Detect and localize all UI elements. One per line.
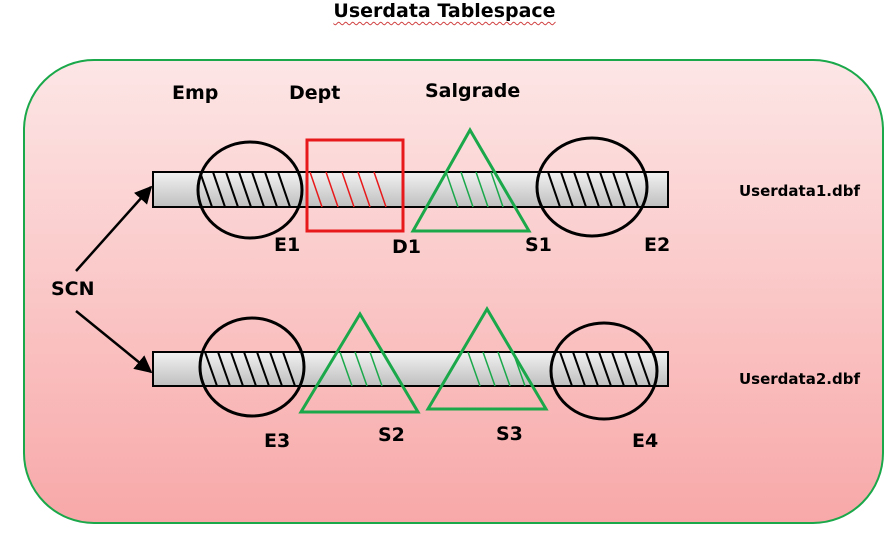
datafile-2: E3 S2 S3 E4 Userdata2.dbf — [152, 306, 860, 452]
scn-arrow-to-datafile-2 — [75, 310, 153, 374]
extent-e3 — [198, 316, 306, 418]
dept-segment-label: Dept — [289, 82, 340, 104]
extent-s1 — [410, 126, 532, 233]
extent-e2-hatch — [547, 171, 639, 208]
extent-e2 — [535, 136, 649, 238]
datafile-name: Userdata1.dbf — [739, 182, 860, 200]
datafile-1: E1 D1 S1 E2 Userdata1.dbf — [152, 126, 860, 258]
extent-e1 — [196, 140, 304, 240]
extent-e1-hatch — [199, 171, 291, 208]
salgrade-segment-label: Salgrade — [425, 80, 520, 102]
extent-e4-hatch — [559, 351, 651, 387]
extent-e4 — [549, 321, 659, 421]
scn-label: SCN — [51, 278, 95, 300]
emp-segment-label: Emp — [172, 82, 218, 104]
extent-s3 — [425, 306, 549, 411]
datafile-bar — [152, 171, 669, 208]
tablespace-container — [23, 59, 884, 524]
extent-label-e3: E3 — [264, 430, 290, 452]
extent-label-e1: E1 — [274, 234, 300, 256]
extent-label-e2: E2 — [644, 234, 670, 256]
datafile-bar — [152, 351, 669, 387]
extent-s3-hatch — [467, 351, 526, 387]
extent-s2-hatch — [339, 351, 383, 387]
extent-label-e4: E4 — [632, 430, 658, 452]
extent-label-s3: S3 — [496, 423, 523, 445]
extent-label-d1: D1 — [392, 236, 421, 258]
extent-s2 — [298, 311, 421, 414]
extent-e3-hatch — [204, 351, 296, 387]
diagram-title: Userdata Tablespace — [333, 0, 556, 22]
extent-d1 — [305, 138, 405, 233]
datafile-name: Userdata2.dbf — [739, 370, 860, 388]
scn-arrow-to-datafile-1 — [75, 185, 153, 272]
extent-label-s1: S1 — [525, 234, 552, 256]
extent-s1-hatch — [445, 171, 504, 208]
extent-label-s2: S2 — [378, 424, 405, 446]
extent-d1-hatch — [309, 171, 387, 208]
